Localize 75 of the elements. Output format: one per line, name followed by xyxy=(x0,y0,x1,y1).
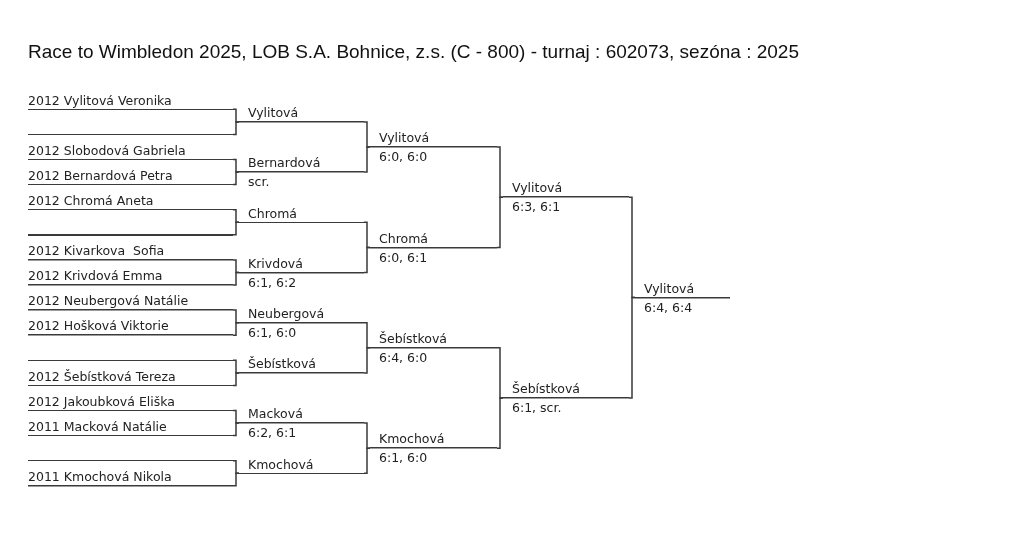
bracket-connector xyxy=(363,121,371,148)
player-name: 2012 Krivdová Emma xyxy=(28,268,163,285)
player-name: Vylitová xyxy=(512,180,563,197)
player-name: 2012 Neubergová Natálie xyxy=(28,293,189,310)
player-name: Kmochová xyxy=(248,456,314,473)
player-name: 2012 Slobodová Gabriela xyxy=(28,142,186,159)
bracket-connector xyxy=(232,121,240,136)
bracket-connector xyxy=(232,321,240,336)
bracket-connector xyxy=(232,309,240,324)
player-name: Vylitová xyxy=(644,280,695,297)
bracket-line xyxy=(28,234,233,236)
match-score: 6:1, 6:0 xyxy=(248,324,297,341)
player-name: Macková xyxy=(248,406,303,423)
bracket-connector xyxy=(232,459,240,475)
player-name: Kmochová xyxy=(379,431,445,448)
match-score: 6:0, 6:0 xyxy=(379,149,428,166)
match-score: 6:3, 6:1 xyxy=(512,199,561,216)
bracket-connector xyxy=(232,221,240,236)
player-name: 2012 Hošková Viktorie xyxy=(28,318,169,335)
player-name: Bernardová xyxy=(248,155,321,172)
player-name: Chromá xyxy=(248,205,297,222)
bracket-connector xyxy=(363,447,371,475)
bracket-connector xyxy=(232,108,240,123)
player-name: Šebístková xyxy=(512,381,580,398)
bracket-line xyxy=(28,133,233,136)
match-score: 6:4, 6:4 xyxy=(644,299,693,316)
player-name: 2012 Jakoubková Eliška xyxy=(28,393,175,410)
player-name: 2012 Chromá Aneta xyxy=(28,192,154,209)
bracket-connector xyxy=(232,359,240,374)
player-name: Vylitová xyxy=(379,130,430,147)
bracket-connector xyxy=(628,296,636,399)
bracket-line xyxy=(28,359,233,362)
bracket-connector xyxy=(232,422,240,437)
player-name: Šebístková xyxy=(379,331,447,348)
bracket-connector xyxy=(232,372,240,387)
player-name: 2012 Kivarkova Sofia xyxy=(28,243,165,260)
bracket-connector xyxy=(232,409,240,424)
match-score: scr. xyxy=(248,174,270,191)
bracket-connector xyxy=(496,196,504,249)
bracket-connector xyxy=(628,196,636,299)
player-name: 2011 Macková Natálie xyxy=(28,418,167,435)
match-score: 6:0, 6:1 xyxy=(379,249,428,266)
bracket-connector xyxy=(232,208,240,224)
bracket-slot xyxy=(239,456,364,475)
bracket-connector xyxy=(363,246,371,274)
player-name: Šebístková xyxy=(248,356,316,373)
player-name: 2011 Kmochová Nikola xyxy=(28,469,172,486)
player-name: 2012 Bernardová Petra xyxy=(28,167,173,184)
match-score: 6:4, 6:0 xyxy=(379,350,428,367)
match-score: 6:1, 6:2 xyxy=(248,274,297,291)
bracket-connector xyxy=(496,146,504,198)
bracket-connector xyxy=(232,158,240,173)
match-score: 6:1, scr. xyxy=(512,400,562,417)
bracket-connector xyxy=(232,472,240,487)
player-name: 2012 Šebístková Tereza xyxy=(28,368,176,385)
bracket-connector xyxy=(496,347,504,399)
bracket-slot xyxy=(239,356,364,374)
player-name: 2012 Vylitová Veronika xyxy=(28,92,172,109)
bracket-line xyxy=(28,459,233,462)
bracket-connector xyxy=(363,321,371,349)
match-score: 6:1, 6:0 xyxy=(379,450,428,467)
player-name: Chromá xyxy=(379,230,428,247)
match-score: 6:2, 6:1 xyxy=(248,425,297,442)
bracket-connector xyxy=(232,271,240,286)
player-name: Vylitová xyxy=(248,105,299,122)
bracket-connector xyxy=(363,221,371,249)
bracket-connector xyxy=(232,259,240,274)
player-name: Krivdová xyxy=(248,255,303,272)
bracket-connector xyxy=(363,146,371,173)
title: Race to Wimbledon 2025, LOB S.A. Bohnice, z.s. (C - 800) - turnaj : 602073, sezóna : 2025 xyxy=(28,40,799,64)
bracket-connector xyxy=(496,397,504,449)
bracket-connector xyxy=(363,422,371,449)
bracket-connector xyxy=(363,347,371,374)
bracket-connector xyxy=(232,171,240,186)
player-name: Neubergová xyxy=(248,305,325,322)
